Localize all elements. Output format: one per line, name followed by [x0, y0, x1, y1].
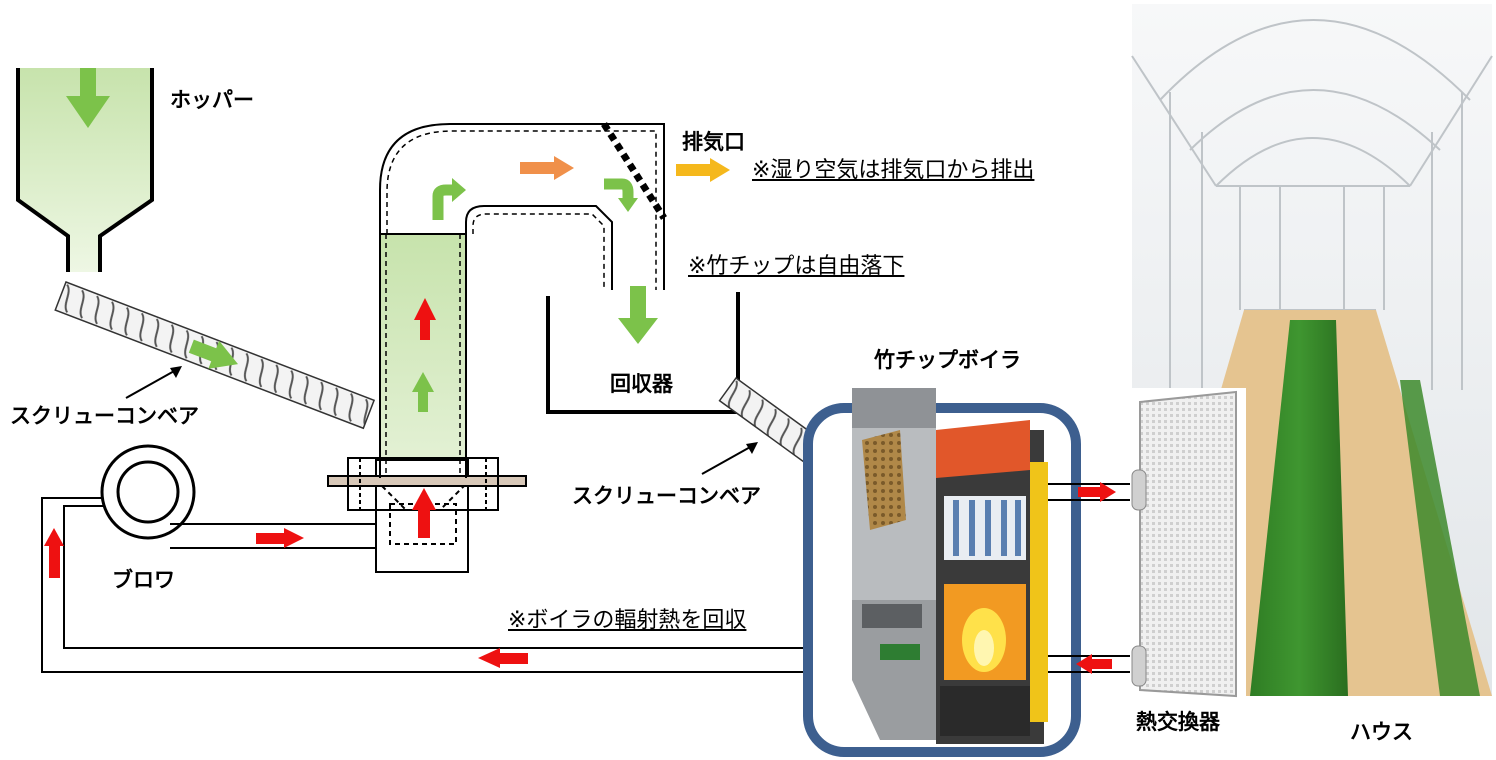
chip-turn-arrow-icon [604, 178, 638, 212]
return-water-arrow-icon [1076, 654, 1112, 674]
air-lines [41, 497, 826, 673]
screw-conveyor-right-label: スクリューコンベア [572, 484, 761, 508]
screw-conveyor-left [54, 281, 376, 430]
humid-air-exhaust-note: ※湿り空気は排気口から排出 [752, 158, 1035, 183]
duct-chip-curve-arrow-icon [432, 178, 466, 220]
collector-label: 回収器 [610, 372, 673, 396]
riser-hot-air-arrow-lower-icon [412, 488, 436, 538]
screw-conveyor-left-label: スクリューコンベア [10, 404, 199, 428]
hot-air-up-arrow-icon [44, 528, 64, 578]
hopper-label: ホッパー [170, 88, 254, 112]
boiler-radiant-heat-note: ※ボイラの輻射熱を回収 [508, 608, 747, 633]
hot-air-arrow-icon [256, 528, 304, 548]
exhaust-out-arrow-icon [676, 158, 730, 182]
chip-boiler-label: 竹チップボイラ [874, 348, 1021, 372]
boiler-heat-pipes [1048, 483, 1140, 673]
chip-free-fall-note: ※竹チップは自由落下 [688, 254, 905, 279]
heat-exchanger-label: 熱交換器 [1136, 710, 1220, 734]
chip-fall-arrow-icon [618, 286, 658, 344]
supply-hot-water-arrow-icon [1078, 482, 1116, 502]
bent-duct [379, 122, 667, 290]
pointer-arrow-right-conveyor [701, 442, 758, 475]
riser-hot-air-arrow-icon [414, 298, 436, 340]
heat-exchanger [1130, 388, 1246, 700]
exhaust-air-arrow-icon [520, 156, 574, 180]
chip-conveyor-arrow-icon [188, 339, 239, 369]
blower [100, 444, 196, 540]
chip-down-arrow-icon [66, 68, 110, 128]
hopper [16, 68, 154, 272]
collector [546, 292, 740, 414]
pointer-arrow-left-conveyor [125, 366, 182, 399]
house-label: ハウス [1350, 720, 1413, 744]
return-air-arrow-icon [478, 648, 528, 668]
chip-boiler [803, 388, 1081, 757]
exhaust-port-label: 排気口 [682, 130, 745, 154]
blower-label: ブロワ [112, 568, 175, 592]
riser-chip-arrow-icon [412, 372, 434, 412]
riser-duct [327, 233, 527, 573]
